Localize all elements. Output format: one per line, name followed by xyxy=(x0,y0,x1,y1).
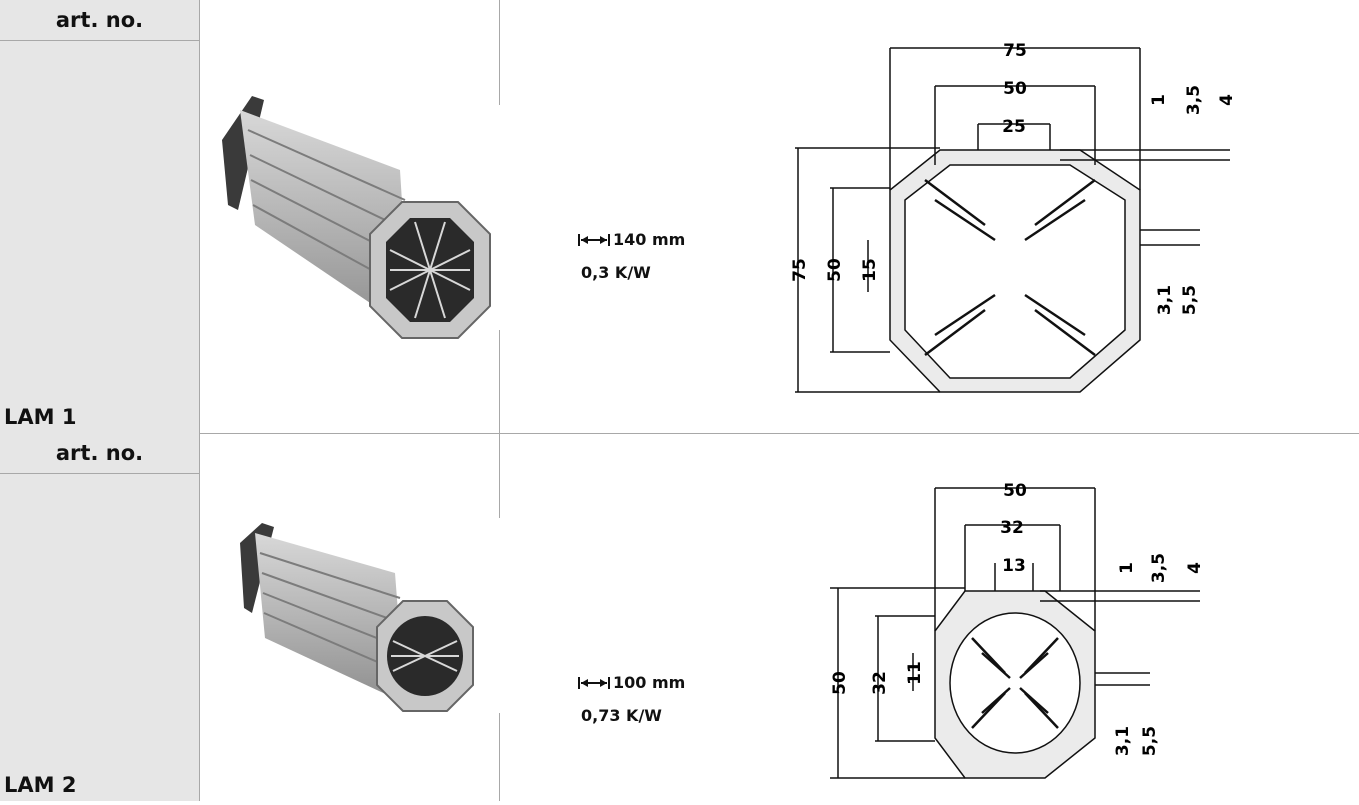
dim-d1: 1 xyxy=(1149,94,1169,106)
dim-d5: 5,5 xyxy=(1140,726,1160,756)
product-row-lam2: art. no. LAM 2 xyxy=(0,433,1359,801)
dimension-drawing: 50 32 13 50 32 11 1 3,5 4 3,1 5,5 xyxy=(830,481,1205,779)
dim-inner-height: 32 xyxy=(870,671,890,695)
spec-block: 100 mm 0,73 K/W xyxy=(577,673,685,725)
dim-slot-width: 13 xyxy=(1002,556,1026,576)
thermal-resistance: 0,3 K/W xyxy=(581,263,651,282)
dim-outer-width: 75 xyxy=(1003,41,1027,61)
dim-d2: 3,5 xyxy=(1184,85,1204,115)
article-number: LAM 2 xyxy=(4,773,77,797)
double-arrow-length-icon xyxy=(578,233,610,246)
dim-outer-height: 50 xyxy=(830,671,850,695)
cell-divider xyxy=(499,330,500,433)
heatsink-front-face xyxy=(369,201,491,339)
cell-divider xyxy=(499,713,500,801)
product-photo-cell xyxy=(200,0,499,433)
spec-cell: 100 mm 0,73 K/W xyxy=(500,433,750,801)
dim-d4: 3,1 xyxy=(1155,285,1175,315)
double-arrow-length-icon xyxy=(578,676,610,689)
row-divider xyxy=(0,433,1359,434)
dimension-drawing-cell: 75 50 25 75 50 15 1 3,5 4 3,1 5,5 xyxy=(750,0,1359,433)
dim-d4: 3,1 xyxy=(1113,726,1133,756)
length-value: 140 mm xyxy=(613,230,686,249)
dimension-drawing-cell: 50 32 13 50 32 11 1 3,5 4 3,1 5,5 xyxy=(750,433,1359,801)
dim-inner-width: 50 xyxy=(1003,79,1027,99)
heatsink-photo xyxy=(222,96,491,339)
dim-slot-width: 25 xyxy=(1002,117,1026,137)
product-row-lam1: art. no. LAM 1 xyxy=(0,0,1359,433)
length-spec: 100 mm xyxy=(577,673,685,692)
column-header-art-no: art. no. xyxy=(0,433,199,474)
article-number: LAM 1 xyxy=(4,405,77,429)
spec-cell: 140 mm 0,3 K/W xyxy=(500,0,750,433)
dim-slot-height: 15 xyxy=(860,258,880,282)
dim-d2: 3,5 xyxy=(1149,553,1169,583)
dim-inner-height: 50 xyxy=(825,258,845,282)
article-cell: art. no. LAM 2 xyxy=(0,433,200,801)
dimension-drawing: 75 50 25 75 50 15 1 3,5 4 3,1 5,5 xyxy=(790,41,1237,393)
dim-inner-width: 32 xyxy=(1000,518,1024,538)
dim-slot-height: 11 xyxy=(905,661,925,685)
dim-outer-height: 75 xyxy=(790,258,810,282)
article-cell: art. no. LAM 1 xyxy=(0,0,200,433)
thermal-resistance: 0,73 K/W xyxy=(581,706,662,725)
cell-divider xyxy=(499,433,500,518)
heatsink-photo xyxy=(240,523,474,712)
length-value: 100 mm xyxy=(613,673,686,692)
dim-d3: 4 xyxy=(1217,94,1237,106)
length-spec: 140 mm xyxy=(577,230,685,249)
dim-d5: 5,5 xyxy=(1180,285,1200,315)
cell-divider xyxy=(499,0,500,105)
dim-outer-width: 50 xyxy=(1003,481,1027,501)
spec-block: 140 mm 0,3 K/W xyxy=(577,230,685,282)
dim-d3: 4 xyxy=(1185,562,1205,574)
dim-d1: 1 xyxy=(1117,562,1137,574)
column-header-art-no: art. no. xyxy=(0,0,199,41)
product-photo-cell xyxy=(200,433,499,801)
